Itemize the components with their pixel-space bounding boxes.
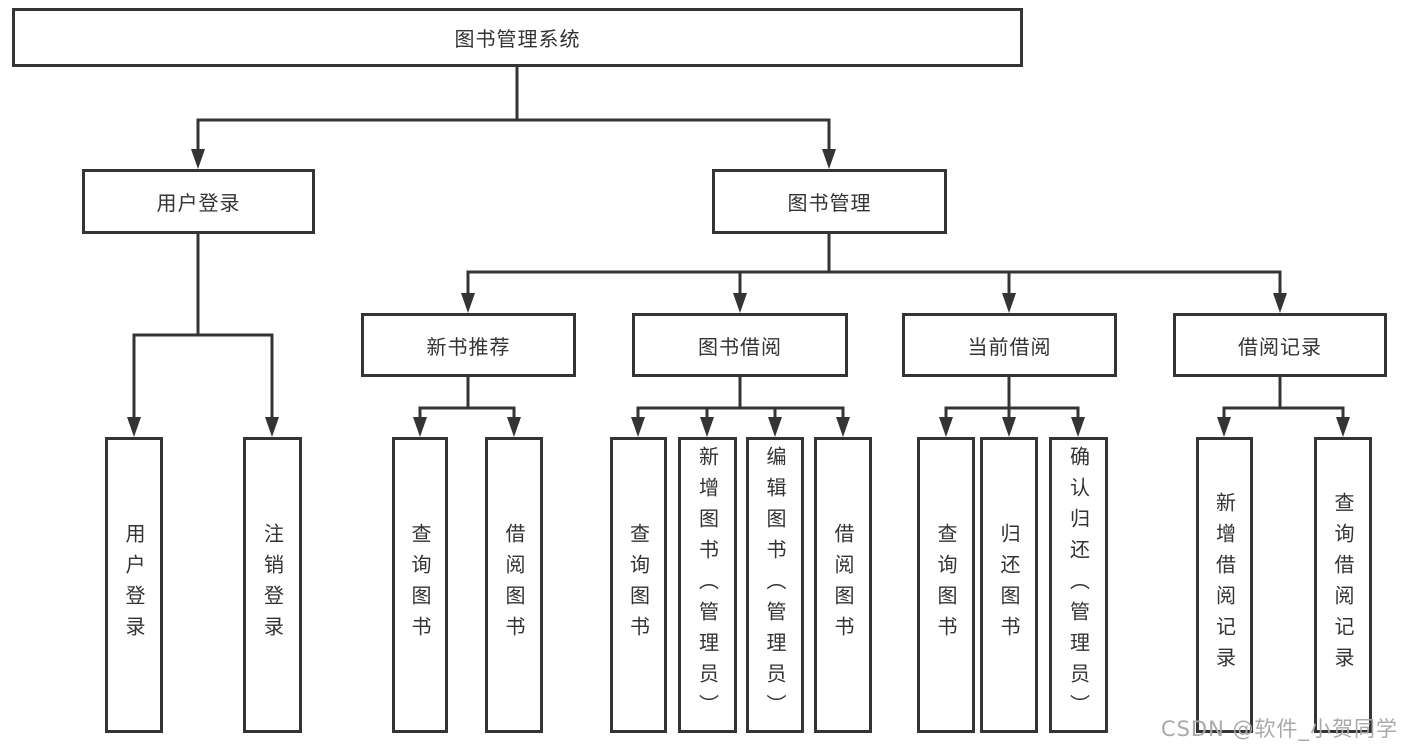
leaf-recommend-borrow-books: 借阅图书 [485,437,543,733]
node-user-login: 用户登录 [82,169,315,234]
watermark: CSDN @软件_小贺同学 [1160,717,1398,741]
node-new-book-recommendation: 新书推荐 [361,313,576,377]
connector-level3-to-leaves [413,375,1350,437]
leaf-borrowing-edit-books-admin: 编辑图书（管理员） [746,437,804,733]
connector-book-management-to-level3 [461,232,1287,313]
connector-root-to-level2 [191,65,836,169]
leaf-borrowing-add-books-admin: 新增图书（管理员） [678,437,737,733]
leaf-current-confirm-return-admin: 确认归还（管理员） [1049,437,1108,733]
leaf-current-query-books: 查询图书 [917,437,975,733]
connector-user-login-to-leaves [127,232,279,437]
node-borrowing-records: 借阅记录 [1173,313,1387,377]
leaf-records-query-record: 查询借阅记录 [1314,437,1372,733]
leaf-user-login: 用户登录 [105,437,163,733]
leaf-records-add-record: 新增借阅记录 [1196,437,1253,733]
node-book-management: 图书管理 [712,169,947,234]
node-book-borrowing: 图书借阅 [632,313,848,377]
leaf-current-return-books: 归还图书 [980,437,1038,733]
node-root: 图书管理系统 [12,8,1023,67]
node-current-borrowing: 当前借阅 [902,313,1117,377]
leaf-recommend-query-books: 查询图书 [392,437,448,733]
leaf-borrowing-query-books: 查询图书 [610,437,667,733]
leaf-logout: 注销登录 [243,437,302,733]
leaf-borrowing-borrow-books: 借阅图书 [814,437,872,733]
